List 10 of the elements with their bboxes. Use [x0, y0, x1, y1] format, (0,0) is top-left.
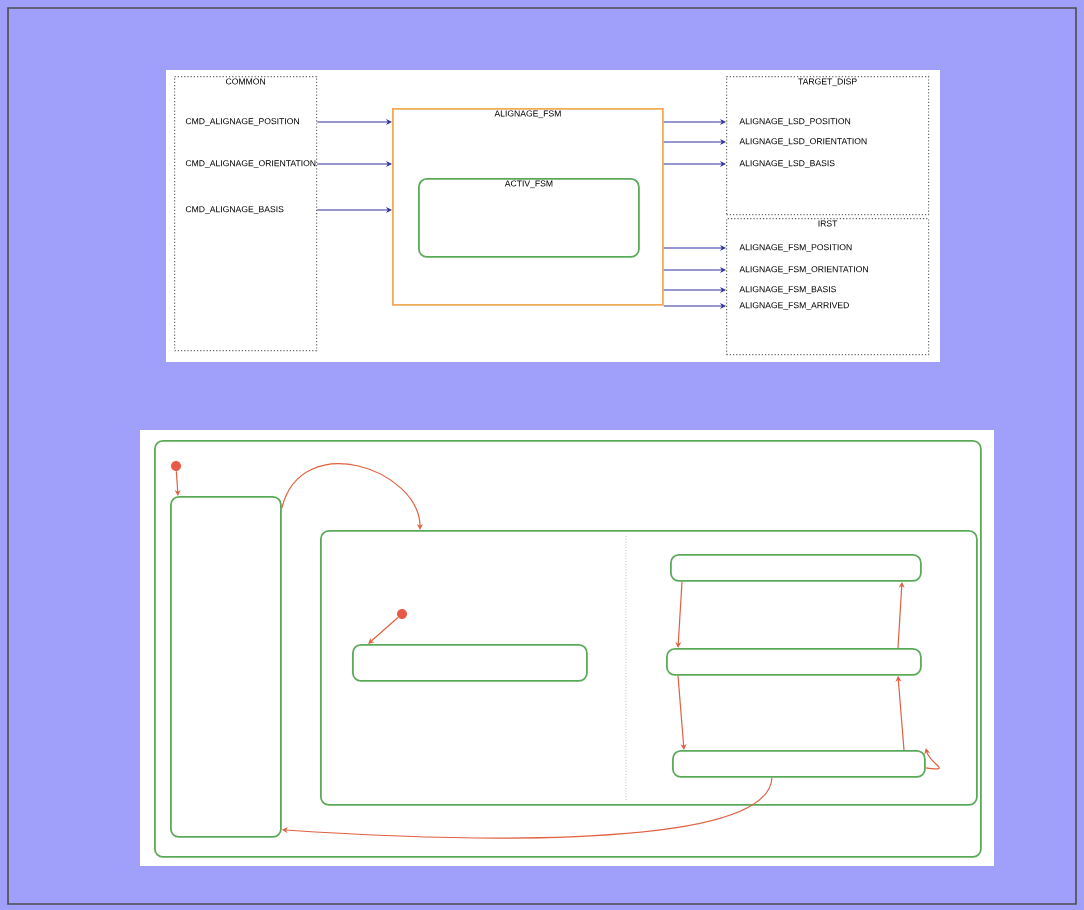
state-box — [666, 648, 922, 676]
state-box — [672, 750, 926, 778]
state-box — [670, 554, 922, 582]
state-box — [170, 496, 282, 838]
state-box — [320, 530, 978, 806]
arrow — [677, 675, 687, 750]
state-box — [352, 644, 588, 682]
arrow — [281, 463, 424, 530]
arrow — [368, 616, 399, 644]
arrow — [924, 748, 940, 770]
